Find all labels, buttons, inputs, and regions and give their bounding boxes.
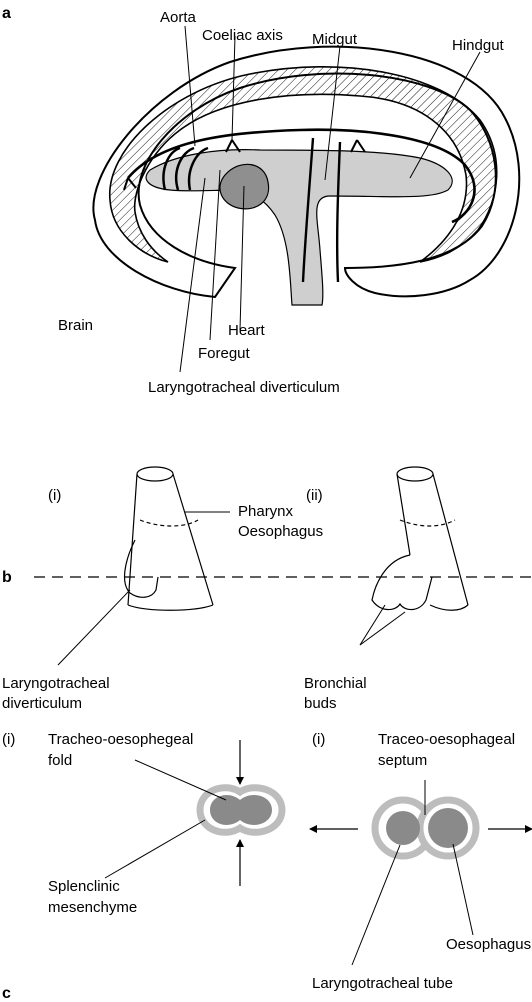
panel-b-leader-lines — [58, 512, 405, 665]
label-laryngotracheal-diverticulum: Laryngotracheal diverticulum — [148, 379, 340, 396]
cross-section-right — [310, 800, 532, 856]
label-fold-2: fold — [48, 752, 72, 769]
label-bronchial-buds-1: Bronchial — [304, 675, 367, 692]
label-laryngotracheal-diverticulum-b-1: Laryngotracheal — [2, 675, 110, 692]
label-bronchial-buds-2: buds — [304, 695, 337, 712]
label-septum-1: Traceo-oesophageal — [378, 731, 515, 748]
label-hindgut: Hindgut — [452, 37, 505, 54]
label-pharynx: Pharynx — [238, 503, 294, 520]
label-heart: Heart — [228, 322, 266, 339]
label-stage-ii: (ii) — [306, 487, 323, 504]
label-foregut: Foregut — [198, 345, 251, 362]
panel-a: a — [2, 5, 519, 396]
stage-ii-foregut-tube — [372, 467, 468, 610]
label-midgut: Midgut — [312, 31, 358, 48]
panel-c: c (i) Tracheo-oesophegeal fold — [2, 731, 532, 1002]
label-coeliac-axis: Coeliac axis — [202, 27, 283, 44]
panel-a-letter: a — [2, 5, 11, 22]
label-fold-1: Tracheo-oesophegeal — [48, 731, 193, 748]
stage-i-foregut-tube — [125, 467, 213, 610]
panel-c-leader-lines — [105, 760, 473, 965]
label-stage-c-left: (i) — [2, 731, 15, 748]
oesophageal-lumen — [428, 808, 468, 848]
label-splanchnic-2: mesenchyme — [48, 899, 137, 916]
label-splanchnic-1: Splenclinic — [48, 878, 120, 895]
label-septum-2: septum — [378, 752, 427, 769]
label-laryngotracheal-diverticulum-b-2: diverticulum — [2, 695, 82, 712]
label-aorta: Aorta — [160, 9, 197, 26]
label-oesophagus-b: Oesophagus — [238, 523, 323, 540]
cross-section-left — [200, 740, 282, 886]
label-laryngotracheal-tube: Laryngotracheal tube — [312, 975, 453, 992]
label-stage-i: (i) — [48, 487, 61, 504]
tracheal-lumen — [386, 811, 420, 845]
panel-b: b (i) (ii) Pharynx — [2, 467, 532, 712]
panel-c-letter: c — [2, 985, 11, 1002]
panel-b-letter: b — [2, 569, 12, 586]
label-brain: Brain — [58, 317, 93, 334]
lumen-left — [210, 795, 272, 825]
label-oesophagus-c: Oesophagus — [446, 936, 531, 953]
label-stage-c-right: (i) — [312, 731, 325, 748]
